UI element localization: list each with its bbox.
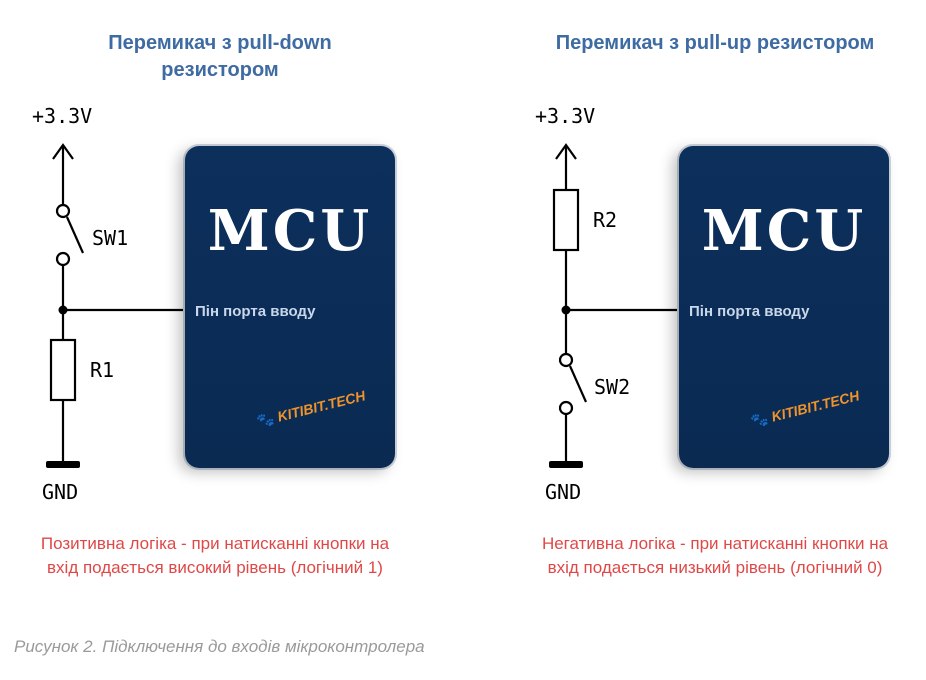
- right-ground-label: GND: [545, 480, 582, 504]
- input-pin-label: Пін порта вводу: [689, 303, 810, 320]
- right-title: Перемикач з pull-up резистором: [555, 32, 875, 54]
- right-logic-note: Негативна логіка - при натисканні кнопки…: [541, 534, 889, 577]
- brand-logo: 🐾KITIBIT.TECH: [254, 387, 367, 430]
- right-switch-label: SW2: [594, 375, 631, 399]
- mcu-label: MCU: [207, 198, 373, 264]
- mcu-label: MCU: [701, 198, 867, 264]
- paw-icon: 🐾: [254, 410, 276, 430]
- brand-logo: 🐾KITIBIT.TECH: [748, 387, 861, 430]
- right-mcu-block: MCU Пін порта вводу 🐾KITIBIT.TECH: [679, 146, 889, 468]
- left-logic-note: Позитивна логіка - при натисканні кнопки…: [40, 534, 390, 577]
- input-pin-label: Пін порта вводу: [195, 303, 316, 320]
- left-mcu-block: MCU Пін порта вводу 🐾KITIBIT.TECH: [185, 146, 395, 468]
- figure-caption: Рисунок 2. Підключення до входів мікроко…: [14, 637, 425, 656]
- right-resistor-label: R2: [593, 208, 618, 232]
- left-title: Перемикач з pull-down резистором: [108, 32, 332, 81]
- left-ground-label: GND: [42, 480, 79, 504]
- left-resistor-label: R1: [90, 358, 115, 382]
- left-supply-label: +3.3V: [32, 104, 93, 128]
- left-switch-label: SW1: [92, 226, 129, 250]
- paw-icon: 🐾: [748, 410, 770, 430]
- right-supply-label: +3.3V: [535, 104, 596, 128]
